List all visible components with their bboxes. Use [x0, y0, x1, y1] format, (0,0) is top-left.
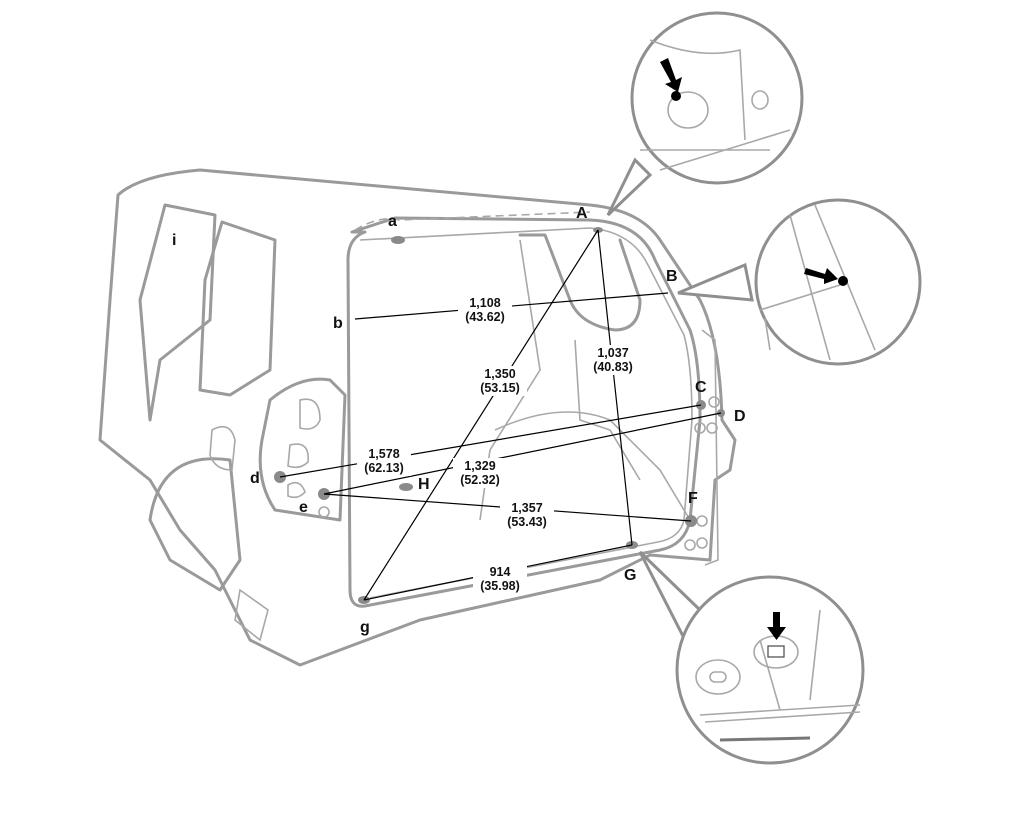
measurement-value-mm: 914	[490, 565, 511, 579]
measurement-line-d-C	[279, 404, 702, 478]
label-C: C	[695, 379, 707, 396]
label-i: i	[172, 232, 176, 249]
label-F: F	[688, 490, 698, 507]
measurement-label-background	[586, 345, 640, 375]
measurement-value-in: (53.15)	[480, 381, 520, 395]
callout-detail-B	[677, 198, 922, 366]
measurement-value-in: (62.13)	[364, 461, 404, 475]
measurement-value-in: (40.83)	[593, 360, 633, 374]
point-a-mark	[391, 236, 405, 244]
arrow-down-right-icon	[660, 58, 682, 92]
label-d: d	[250, 470, 260, 487]
label-a: a	[388, 213, 397, 230]
label-H: H	[418, 476, 430, 493]
point-H-mark	[399, 483, 413, 491]
callout-detail-G	[638, 550, 865, 765]
point-labels: a A B b i C D d e H F G g	[172, 205, 746, 636]
arrow-right-icon	[804, 268, 838, 284]
measurement-line-A-G	[597, 229, 633, 546]
callout-detail-A	[606, 11, 804, 217]
measurement-value-mm: 1,578	[368, 447, 399, 461]
label-B: B	[666, 268, 678, 285]
measurement-labels: 1,108(43.62) 1,350(53.15) 1,037(40.83) 1,57…	[357, 295, 640, 594]
measurement-value-mm: 1,357	[511, 501, 542, 515]
vehicle-body-outline	[98, 168, 737, 667]
label-G: G	[624, 567, 636, 584]
measurement-line-e-D	[323, 412, 722, 495]
measurement-value-in: (53.43)	[507, 515, 547, 529]
label-b: b	[333, 315, 343, 332]
label-e: e	[299, 499, 308, 516]
measurement-label-background	[453, 458, 507, 488]
measurement-value-mm: 1,037	[597, 346, 628, 360]
label-A: A	[576, 205, 588, 222]
measurement-line-g-A	[363, 229, 599, 601]
label-g: g	[360, 619, 370, 636]
measurement-label-background	[357, 446, 411, 476]
measurement-value-mm: 1,350	[484, 367, 515, 381]
arrow-down-icon	[767, 612, 786, 640]
measurement-label-background	[500, 500, 554, 530]
measurement-label-background	[458, 295, 512, 325]
measurement-value-mm: 1,108	[469, 296, 500, 310]
measurement-value-in: (35.98)	[480, 579, 520, 593]
measurement-value-in: (52.32)	[460, 473, 500, 487]
measurement-value-mm: 1,329	[464, 459, 495, 473]
measurement-value-in: (43.62)	[465, 310, 505, 324]
measurement-lines	[279, 229, 722, 601]
measurement-label-background	[473, 564, 527, 594]
label-D: D	[734, 408, 746, 425]
measurement-label-background	[473, 366, 527, 396]
